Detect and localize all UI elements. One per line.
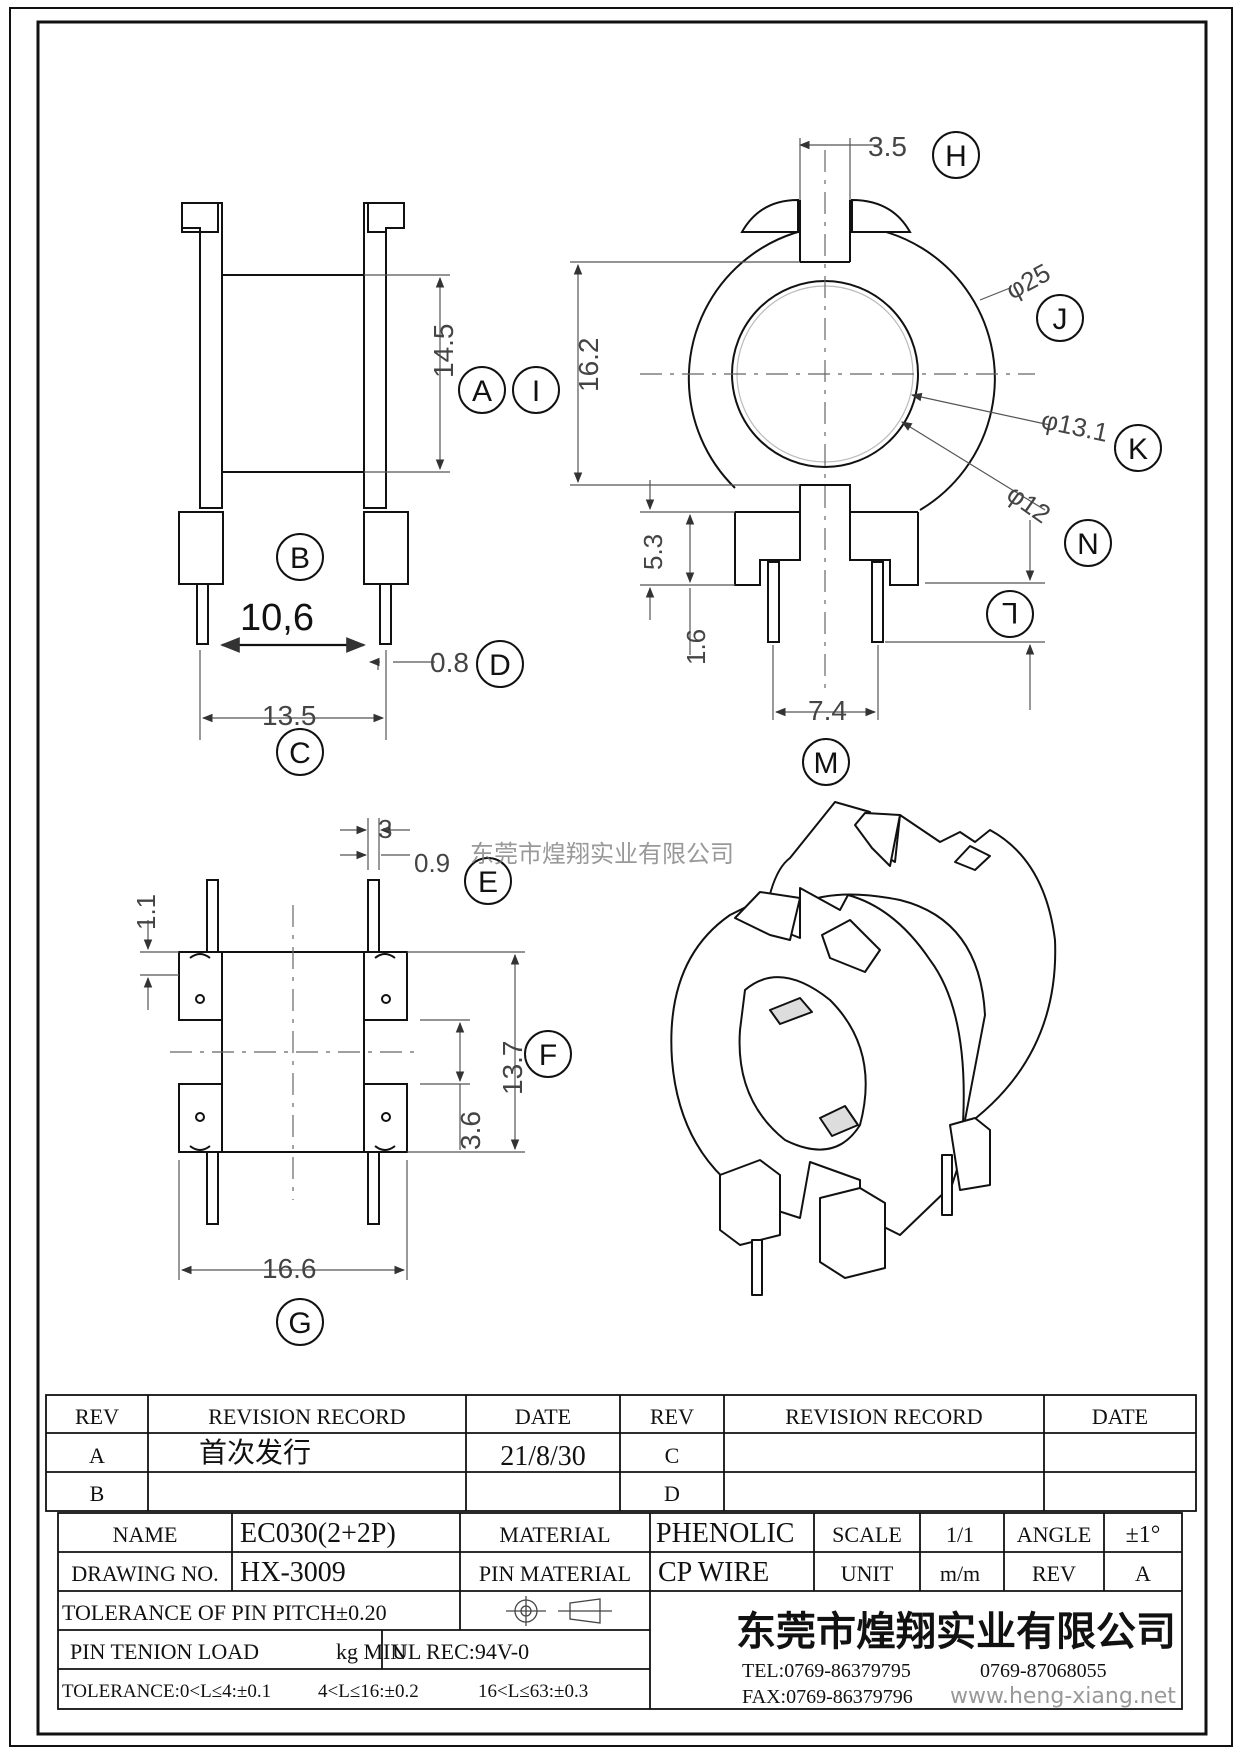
dim-e-a: 3 xyxy=(378,814,392,844)
front-view-dims xyxy=(199,274,450,740)
rev-d: D xyxy=(664,1481,680,1506)
pin-material-value: CP WIRE xyxy=(658,1557,769,1588)
name-value: EC030(2+2P) xyxy=(240,1518,396,1549)
side-view-centerlines xyxy=(640,150,1035,690)
callout-f: F xyxy=(539,1039,557,1072)
company-name: 东莞市煌翔实业有限公司 xyxy=(736,1609,1176,1655)
rev-header-3: DATE xyxy=(515,1404,571,1429)
name-label: NAME xyxy=(113,1522,178,1547)
rev-header-4: REV xyxy=(650,1404,694,1429)
pin-tenion-load: PIN TENION LOAD xyxy=(70,1639,259,1664)
front-view xyxy=(178,202,409,645)
rev-a-date: 21/8/30 xyxy=(500,1441,586,1472)
callout-d: D xyxy=(489,649,511,682)
callout-l: L xyxy=(1002,596,1019,629)
revision-table xyxy=(45,1394,1197,1512)
callout-i: I xyxy=(532,375,540,408)
callout-b: B xyxy=(290,542,310,575)
dim-k: φ13.1 xyxy=(1039,405,1111,448)
callout-g: G xyxy=(288,1307,311,1340)
watermark-website: www.heng-xiang.net xyxy=(950,1684,1176,1709)
dim-side-a: 5.3 xyxy=(638,534,668,570)
material-value: PHENOLIC xyxy=(656,1518,794,1549)
outer-frame xyxy=(9,7,1233,1747)
kg-min: kg MIN xyxy=(336,1639,406,1664)
dim-h: 3.5 xyxy=(868,131,907,162)
side-view xyxy=(687,138,996,643)
unit-label: UNIT xyxy=(841,1561,894,1586)
projection-symbol xyxy=(506,1596,612,1626)
callout-k: K xyxy=(1128,433,1148,466)
callout-m: M xyxy=(814,747,839,780)
watermark-company: 东莞市煌翔实业有限公司 xyxy=(470,840,734,868)
revision-table-text: REV REVISION RECORD DATE REV REVISION RE… xyxy=(75,1404,1148,1506)
title-block-text: NAME EC030(2+2P) MATERIAL PHENOLIC SCALE… xyxy=(62,1518,1176,1709)
angle-value: ±1° xyxy=(1126,1522,1161,1548)
callouts xyxy=(276,131,1162,1346)
rev-header-5: REVISION RECORD xyxy=(785,1404,982,1429)
rev-c: C xyxy=(665,1443,680,1468)
title-block xyxy=(57,1512,1183,1710)
dim-n: φ12 xyxy=(1002,478,1057,529)
dim-i: 16.2 xyxy=(573,338,604,393)
dim-d: 0.8 xyxy=(430,647,469,678)
material-label: MATERIAL xyxy=(499,1522,610,1547)
rev-header-1: REV xyxy=(75,1404,119,1429)
tolerance-range-1: TOLERANCE:0<L≤4:±0.1 xyxy=(62,1681,271,1702)
top-view-centerlines xyxy=(170,905,420,1200)
rev-b: B xyxy=(90,1481,105,1506)
ul-rec: UL REC:94V-0 xyxy=(392,1639,529,1664)
rev-header-2: REVISION RECORD xyxy=(208,1404,405,1429)
telephone-2: 0769-87068055 xyxy=(980,1660,1107,1682)
tolerance-range-3: 16<L≤63:±0.3 xyxy=(478,1681,588,1702)
rev-a: A xyxy=(89,1443,105,1468)
dim-e-b: 0.9 xyxy=(414,848,450,878)
telephone: TEL:0769-86379795 xyxy=(742,1660,911,1682)
side-view-dims xyxy=(570,138,1051,720)
scale-value: 1/1 xyxy=(946,1522,974,1547)
inner-frame xyxy=(36,20,1208,1736)
fax: FAX:0769-86379796 xyxy=(742,1686,913,1708)
drawing-no-value: HX-3009 xyxy=(240,1557,346,1588)
tolerance-range-2: 4<L≤16:±0.2 xyxy=(318,1681,419,1702)
dim-c: 13.5 xyxy=(262,700,317,731)
dim-g: 16.6 xyxy=(262,1253,317,1284)
callout-e: E xyxy=(478,866,498,899)
callout-h: H xyxy=(945,140,967,173)
dim-side-b: 1.6 xyxy=(681,629,711,665)
pin-material-label: PIN MATERIAL xyxy=(479,1561,631,1586)
callout-a: A xyxy=(472,375,492,408)
top-view-dims xyxy=(140,818,525,1280)
callout-letters: A I B C D E F G H J K N L M xyxy=(288,140,1148,1340)
rev-label: REV xyxy=(1032,1561,1076,1586)
angle-label: ANGLE xyxy=(1017,1522,1092,1547)
unit-value: m/m xyxy=(940,1561,980,1586)
rev-a-record: 首次发行 xyxy=(199,1436,311,1469)
dim-b: 10,6 xyxy=(240,597,314,639)
drawing-no-label: DRAWING NO. xyxy=(71,1561,218,1586)
dim-f-b: 3.6 xyxy=(455,1111,486,1150)
dim-e-c: 1.1 xyxy=(131,894,161,930)
dim-f: 13.7 xyxy=(497,1041,528,1096)
dim-m: 7.4 xyxy=(808,695,847,726)
scale-label: SCALE xyxy=(832,1522,902,1547)
rev-header-6: DATE xyxy=(1092,1404,1148,1429)
callout-j: J xyxy=(1053,303,1068,336)
dim-a: 14.5 xyxy=(428,324,459,379)
rev-value: A xyxy=(1135,1561,1151,1586)
iso-view xyxy=(670,801,1057,1296)
callout-c: C xyxy=(289,737,311,770)
callout-n: N xyxy=(1077,528,1099,561)
tolerance-pitch: TOLERANCE OF PIN PITCH±0.20 xyxy=(62,1600,387,1625)
